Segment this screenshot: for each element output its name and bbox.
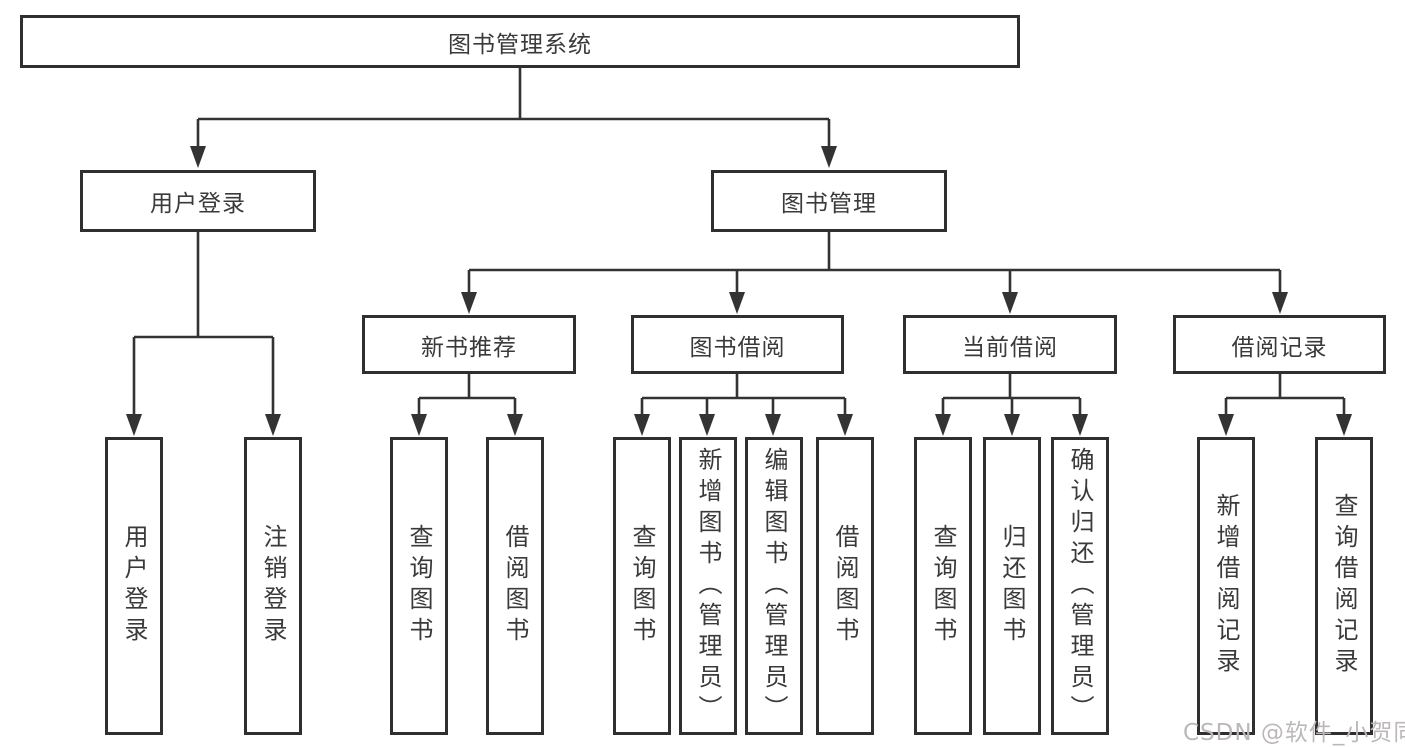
leaf-query-books-borrowing-label: 查询图书 — [628, 524, 656, 648]
node-borrowing-records: 借阅记录 — [1173, 315, 1386, 374]
leaf-confirm-return-admin: 确认归还（管理员） — [1051, 437, 1109, 735]
leaf-add-books-admin-label: 新增图书（管理员） — [694, 446, 722, 726]
leaf-user-login: 用户登录 — [105, 437, 163, 735]
node-new-book-recommend-label: 新书推荐 — [421, 334, 517, 361]
leaf-logout-label: 注销登录 — [259, 524, 287, 648]
node-book-borrowing-label: 图书借阅 — [689, 334, 786, 361]
node-borrowing-records-label: 借阅记录 — [1231, 334, 1328, 361]
leaf-edit-books-admin: 编辑图书（管理员） — [745, 437, 803, 735]
node-user-login-label: 用户登录 — [150, 191, 246, 217]
connector-current-borrow-branch — [935, 374, 1088, 436]
connector-root-to-level2 — [190, 68, 837, 168]
leaf-query-borrow-record-label: 查询借阅记录 — [1330, 493, 1358, 679]
connector-user-login-branch — [126, 232, 281, 436]
node-root-system: 图书管理系统 — [20, 15, 1020, 68]
connector-book-management-branch — [461, 232, 1288, 314]
leaf-query-borrow-record: 查询借阅记录 — [1315, 437, 1373, 735]
leaf-borrow-books: 借阅图书 — [816, 437, 874, 735]
leaf-query-books-recommend: 查询图书 — [390, 437, 448, 735]
leaf-confirm-return-admin-label: 确认归还（管理员） — [1066, 446, 1094, 726]
leaf-return-books: 归还图书 — [983, 437, 1041, 735]
connector-book-borrow-branch — [634, 374, 853, 436]
leaf-borrow-books-recommend: 借阅图书 — [486, 437, 544, 735]
leaf-return-books-label: 归还图书 — [998, 524, 1026, 648]
csdn-watermark: CSDN @软件_小贺同学 — [1183, 720, 1405, 746]
connector-new-book-branch — [411, 374, 523, 436]
leaf-query-books-borrowing: 查询图书 — [613, 437, 671, 735]
leaf-query-books-recommend-label: 查询图书 — [405, 524, 433, 648]
node-current-borrowing-label: 当前借阅 — [962, 334, 1058, 361]
leaf-logout: 注销登录 — [244, 437, 302, 735]
connector-borrow-record-branch — [1218, 374, 1352, 436]
leaf-add-borrow-record: 新增借阅记录 — [1197, 437, 1255, 735]
leaf-query-books-current: 查询图书 — [914, 437, 972, 735]
node-new-book-recommend: 新书推荐 — [362, 315, 576, 374]
node-user-login: 用户登录 — [80, 170, 316, 232]
leaf-add-books-admin: 新增图书（管理员） — [679, 437, 737, 735]
leaf-query-books-current-label: 查询图书 — [929, 524, 957, 648]
leaf-borrow-books-recommend-label: 借阅图书 — [501, 524, 529, 648]
node-current-borrowing: 当前借阅 — [903, 315, 1117, 374]
leaf-edit-books-admin-label: 编辑图书（管理员） — [760, 446, 788, 726]
node-book-borrowing: 图书借阅 — [631, 315, 844, 374]
node-root-label: 图书管理系统 — [448, 31, 592, 58]
leaf-user-login-label: 用户登录 — [120, 524, 148, 648]
node-book-management-label: 图书管理 — [781, 191, 877, 217]
node-book-management: 图书管理 — [711, 170, 947, 232]
leaf-borrow-books-label: 借阅图书 — [831, 524, 859, 648]
leaf-add-borrow-record-label: 新增借阅记录 — [1212, 493, 1240, 679]
